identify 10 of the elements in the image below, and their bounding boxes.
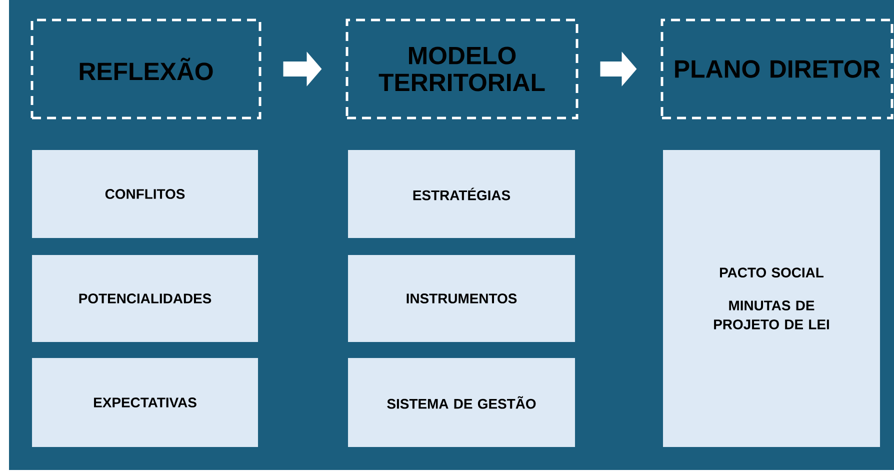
text-box: EXPECTATIVAS [32, 358, 258, 447]
heading-box: PLANO DIRETOR [660, 18, 894, 120]
text-box: SISTEMA DE GESTÃO [348, 358, 575, 447]
text-box: INSTRUMENTOS [348, 255, 575, 342]
text-box: CONFLITOS [32, 150, 258, 238]
text-box: PACTO SOCIAL MINUTAS DE PROJETO DE LEI [663, 150, 880, 447]
heading-box: REFLEXÃO [30, 18, 262, 120]
text-box: ESTRATÉGIAS [348, 150, 575, 238]
text-box: POTENCIALIDADES [32, 255, 258, 342]
heading-box: MODELO TERRITORIAL [346, 18, 578, 120]
